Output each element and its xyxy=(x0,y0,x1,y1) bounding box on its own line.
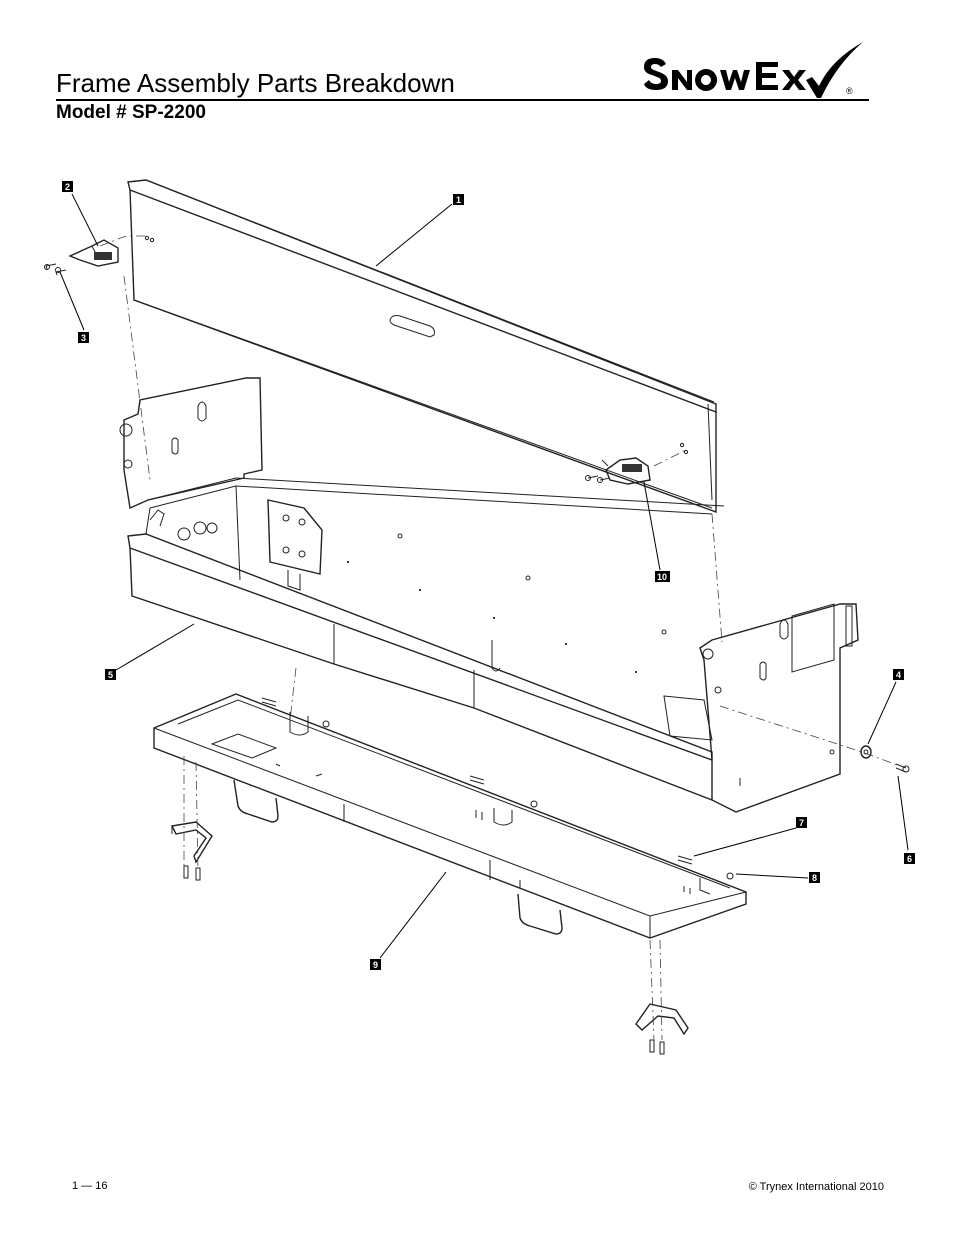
assembly-lines xyxy=(99,235,901,1041)
hopper-box xyxy=(119,377,859,813)
svg-text:2: 2 xyxy=(65,182,70,192)
title-rule xyxy=(56,99,869,101)
leader-lines xyxy=(59,193,909,959)
callout-1: 1 xyxy=(453,194,464,205)
callout-10: 10 xyxy=(655,571,670,582)
svg-text:8: 8 xyxy=(812,873,817,883)
svg-text:7: 7 xyxy=(799,818,804,828)
callout-4: 4 xyxy=(893,669,904,680)
callout-6: 6 xyxy=(904,853,915,864)
copyright: © Trynex International 2010 xyxy=(748,1181,884,1193)
svg-text:10: 10 xyxy=(657,572,667,582)
svg-text:4: 4 xyxy=(896,670,901,680)
callout-7: 7 xyxy=(796,817,807,828)
page-title: Frame Assembly Parts Breakdown xyxy=(56,68,455,98)
hinge-left xyxy=(68,239,119,267)
callout-2: 2 xyxy=(62,181,73,192)
svg-text:6: 6 xyxy=(907,854,912,864)
snowex-logo: ® xyxy=(644,42,863,98)
lower-frame xyxy=(153,693,747,939)
hinge-screws-left xyxy=(44,263,67,276)
bracket-lower-left xyxy=(170,821,213,881)
washer-and-bolt-right xyxy=(860,745,910,773)
registered-mark: ® xyxy=(846,86,853,96)
model-number: Model # SP-2200 xyxy=(56,102,206,123)
svg-text:1: 1 xyxy=(456,195,461,205)
callout-5: 5 xyxy=(105,669,116,680)
lid-panel xyxy=(127,179,717,513)
bracket-lower-right xyxy=(635,1003,689,1055)
callout-9: 9 xyxy=(370,959,381,970)
hinge-right xyxy=(585,457,651,485)
page-number: 1 — 16 xyxy=(72,1180,108,1192)
callout-3: 3 xyxy=(78,332,89,343)
callout-8: 8 xyxy=(809,872,820,883)
svg-text:5: 5 xyxy=(108,670,113,680)
svg-text:9: 9 xyxy=(373,960,378,970)
svg-text:3: 3 xyxy=(81,333,86,343)
